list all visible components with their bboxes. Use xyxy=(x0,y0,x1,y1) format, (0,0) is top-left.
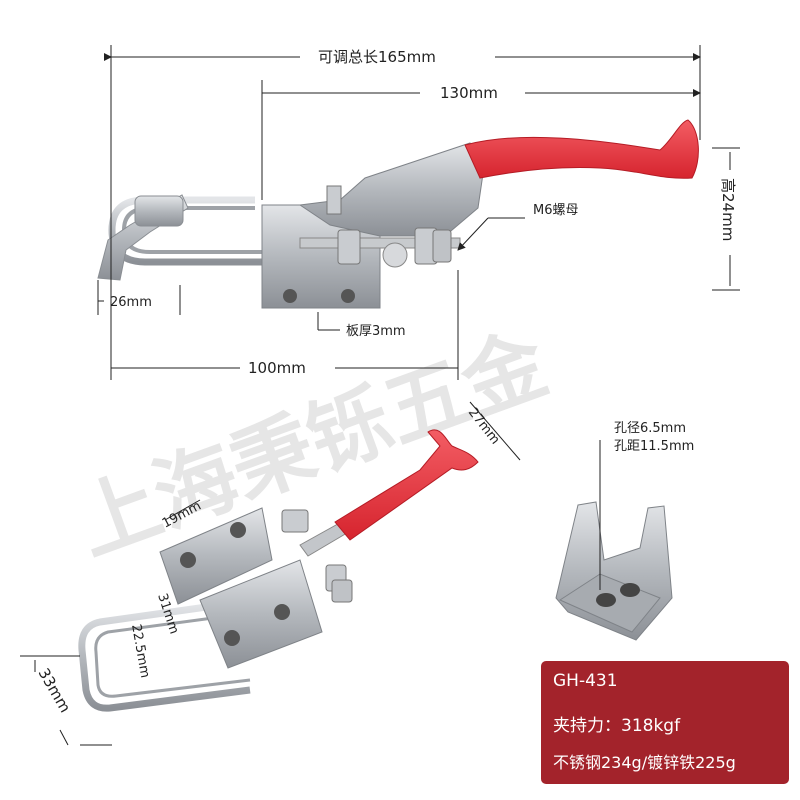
top-clamp-image xyxy=(97,119,699,309)
nut-label: M6螺母 xyxy=(533,203,579,218)
dim-100: 100mm xyxy=(248,359,306,377)
hole-spacing-label: 孔距11.5mm xyxy=(614,439,694,454)
dim-adjustable-total-length: 可调总长165mm xyxy=(318,48,436,66)
plate-thickness-label: 板厚3mm xyxy=(346,324,406,339)
dim-33: 33mm xyxy=(35,665,75,716)
dimension-lines xyxy=(20,45,740,746)
watermark-text: 上海秉铄五金 xyxy=(64,316,560,574)
front-clamp-image xyxy=(78,429,479,712)
spec-box: GH-431 夹持力：318kgf 不锈钢234g/镀锌铁225g xyxy=(541,661,789,784)
clamping-force: 夹持力：318kgf xyxy=(553,716,681,736)
hole-diameter-label: 孔径6.5mm xyxy=(614,421,686,436)
weight-info: 不锈钢234g/镀锌铁225g xyxy=(553,753,736,772)
bracket-image xyxy=(555,501,673,641)
dim-130: 130mm xyxy=(440,84,498,102)
dim-26: 26mm xyxy=(110,295,152,310)
model-number: GH-431 xyxy=(553,671,618,691)
dim-22-5: 22.5mm xyxy=(128,623,152,679)
dim-height-24: 高24mm xyxy=(719,178,737,241)
